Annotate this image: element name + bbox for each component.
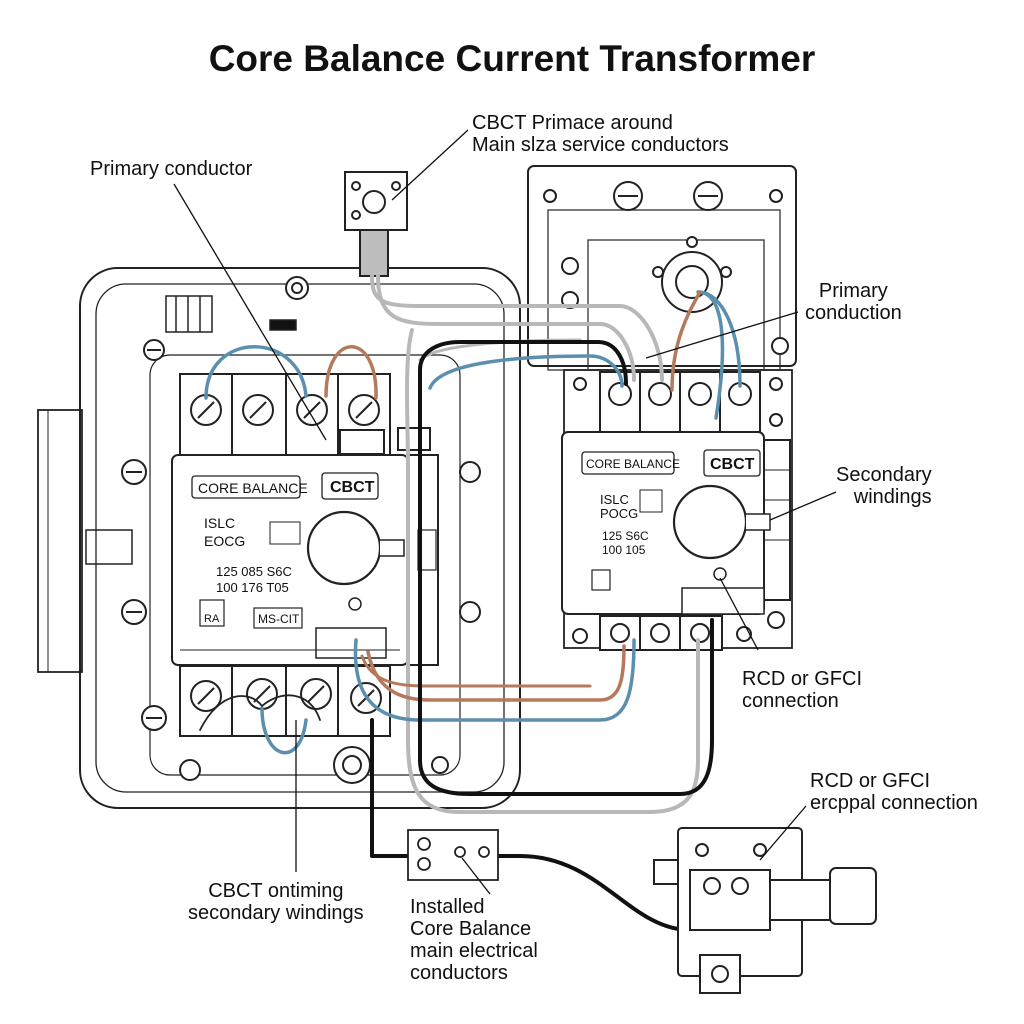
label-primary-conduction: Primary conduction [805,280,902,324]
right-panel-text: CORE BALANCE CBCT ISLC POCG 125 S6C 100 … [586,456,755,557]
left-small-text: RA [204,613,220,625]
label-line: Core Balance [410,918,532,940]
right-panel [561,431,791,615]
right-code-1: ISLC [600,492,629,507]
label-line: main electrical [410,940,538,962]
right-bottom-terminals [599,615,752,651]
leader-lines [173,129,837,895]
left-top-terminals [179,373,431,457]
bottom-connector [407,829,499,881]
rcd-gfci-device [653,827,877,994]
label-installed: Installed Core Balance main electrical c… [410,896,538,984]
label-cbct-primace: CBCT Primace around Main slza service co… [472,112,729,156]
left-code-1: ISLC [204,515,235,531]
left-panel [171,454,439,666]
left-bottom-terminals [179,665,391,737]
label-rcd-gfci-connection: RCD or GFCI connection [742,668,862,712]
label-line: ercppal connection [810,792,978,814]
small-chip [165,295,297,333]
label-primary-conductor: Primary conductor [90,158,253,180]
left-tag-core-balance: CORE BALANCE [198,480,308,496]
left-tag-cbct: CBCT [330,479,375,496]
left-code-2: EOCG [204,533,245,549]
left-enclosure-screws [121,276,481,784]
left-badge: MS-CIT [258,612,300,626]
wires [199,274,742,932]
right-top-terminals [599,371,761,433]
right-tag-core-balance: CORE BALANCE [586,457,680,471]
right-nums-1: 125 S6C [602,529,649,543]
label-line: conduction [805,302,902,324]
label-line: Primary [818,280,888,302]
top-cbct-device [344,171,408,277]
label-line: RCD or GFCI [810,770,930,792]
label-line: CBCT Primace around [472,112,673,134]
right-tag-cbct: CBCT [710,456,755,473]
label-line: Installed [410,896,485,918]
label-line: Main slza service conductors [472,134,729,156]
label-secondary-windings: Secondary windings [836,464,932,508]
label-line: connection [742,690,839,712]
label-line: secondary windings [188,902,364,924]
label-line: CBCT ontiming [208,880,344,902]
label-rcd-gfci-ercppal: RCD or GFCI ercppal connection [810,770,978,814]
right-nums-2: 100 105 [602,543,646,557]
left-nums-2: 100 176 T05 [216,580,289,595]
left-panel-text: CORE BALANCE CBCT ISLC EOCG 125 085 S6C … [198,479,375,626]
label-line: Secondary [836,464,932,486]
left-nums-1: 125 085 S6C [216,564,292,579]
label-line: conductors [410,962,508,984]
label-line: windings [853,486,932,508]
right-code-2: POCG [600,506,638,521]
diagram-title: Core Balance Current Transformer [208,38,816,79]
right-enclosure-screws [543,181,789,644]
label-cbct-ontiming: CBCT ontiming secondary windings [188,880,364,924]
label-line: RCD or GFCI [742,668,862,690]
